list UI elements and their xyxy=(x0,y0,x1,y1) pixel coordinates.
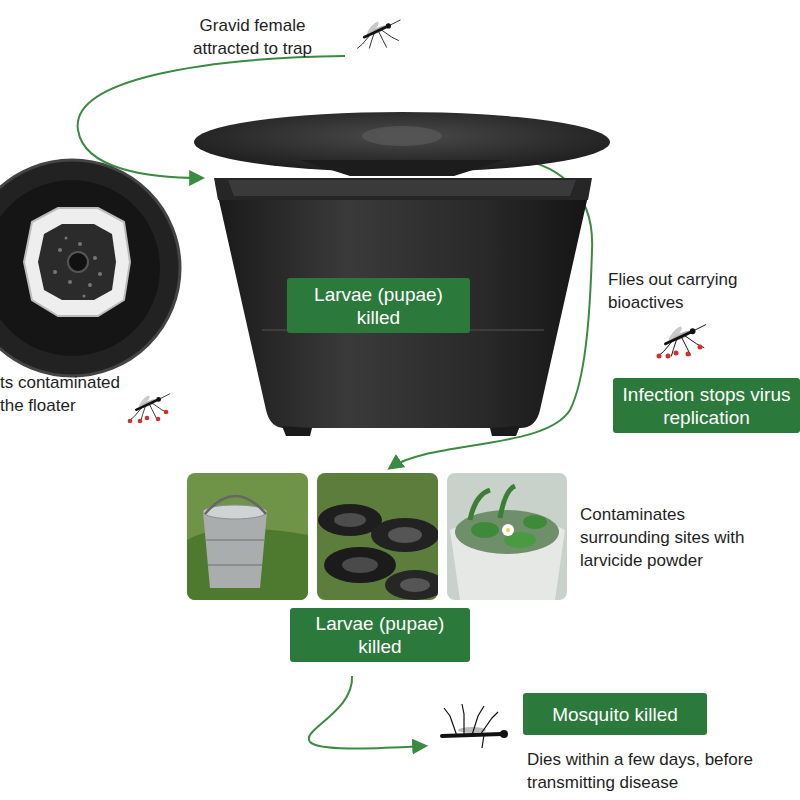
flow-arrow xyxy=(309,676,425,749)
mosquito-icon xyxy=(357,20,400,49)
floater-inset xyxy=(65,237,68,240)
bucket-photo xyxy=(203,512,267,588)
bioactive-dots xyxy=(686,352,691,357)
bioactive-dots xyxy=(657,354,662,359)
bioactive-dots xyxy=(666,354,671,359)
status-box: Larvae (pupae) killed xyxy=(290,608,470,662)
floater-inset xyxy=(58,248,62,252)
floater-inset xyxy=(68,280,72,284)
bioactive-dots xyxy=(698,345,703,350)
bioactive-dots xyxy=(138,419,143,424)
pond-photo xyxy=(471,522,499,538)
annotation-text: ts contaminated the floater xyxy=(0,371,140,417)
trap-pot xyxy=(228,180,576,196)
floater-inset xyxy=(68,252,88,272)
floater-inset xyxy=(98,272,102,276)
annotation-text: Flies out carrying bioactives xyxy=(608,268,783,314)
floater-inset xyxy=(0,160,180,376)
floater-inset xyxy=(53,237,102,298)
tires-photo xyxy=(342,557,378,573)
dead-mosquito xyxy=(444,704,498,748)
annotation-text: Gravid female attracted to trap xyxy=(170,14,335,60)
status-box: Larvae (pupae) killed xyxy=(287,278,470,333)
floater-inset xyxy=(53,270,57,274)
bioactive-dots xyxy=(674,351,679,356)
bioactive-dots xyxy=(128,419,133,424)
tires-photo xyxy=(371,518,438,552)
floater-inset xyxy=(38,224,116,300)
bioactive-dots xyxy=(145,416,150,421)
pond-photo xyxy=(447,473,567,600)
tires-photo xyxy=(400,578,430,592)
tires-photo xyxy=(324,547,396,583)
pond-photo xyxy=(523,515,547,529)
bucket-photo xyxy=(206,540,264,565)
trap-pot xyxy=(218,196,588,428)
floater-inset xyxy=(88,283,92,287)
tires-photo xyxy=(334,513,366,527)
floater-inset xyxy=(93,256,97,260)
trap-lid xyxy=(194,112,610,176)
trap-lid xyxy=(362,126,442,146)
bucket-photo xyxy=(187,473,308,600)
trap-pot xyxy=(214,178,592,200)
floater-inset xyxy=(83,295,86,298)
floater-inset xyxy=(0,160,180,376)
bucket-photo xyxy=(187,529,308,600)
tires-photo xyxy=(388,527,422,543)
box-text: Mosquito killed xyxy=(552,703,678,726)
bioactive-dots xyxy=(156,417,161,422)
box-text: Larvae (pupae) killed xyxy=(295,283,462,329)
pond-photo xyxy=(470,486,515,520)
floater-inset xyxy=(78,242,82,246)
dead-mosquito xyxy=(442,704,508,748)
box-text: Larvae (pupae) killed xyxy=(298,612,462,658)
trap-pot xyxy=(282,426,520,436)
dead-mosquito xyxy=(500,730,508,738)
floater-inset xyxy=(24,208,130,316)
pond-photo xyxy=(502,524,514,536)
box-text: Infection stops virus replication xyxy=(621,383,792,429)
pond-photo xyxy=(506,528,510,532)
annotation-text: Contaminates surrounding sites with larv… xyxy=(580,503,775,572)
annotation-text: Dies within a few days, before transmitt… xyxy=(527,748,800,794)
bucket-photo xyxy=(205,496,266,514)
tires-photo xyxy=(317,473,438,600)
tires-photo xyxy=(317,473,438,600)
tires-photo xyxy=(385,570,438,600)
status-box: Infection stops virus replication xyxy=(613,378,800,433)
bioactive-dots xyxy=(164,410,169,415)
trap-pot xyxy=(214,178,592,436)
floater-inset xyxy=(0,180,160,356)
bucket-photo xyxy=(187,473,308,600)
pond-photo xyxy=(447,473,567,600)
mosquito-icon xyxy=(658,324,706,356)
status-box: Mosquito killed xyxy=(523,693,707,735)
trap-lid xyxy=(300,160,504,176)
mosquito-icon xyxy=(130,394,170,420)
